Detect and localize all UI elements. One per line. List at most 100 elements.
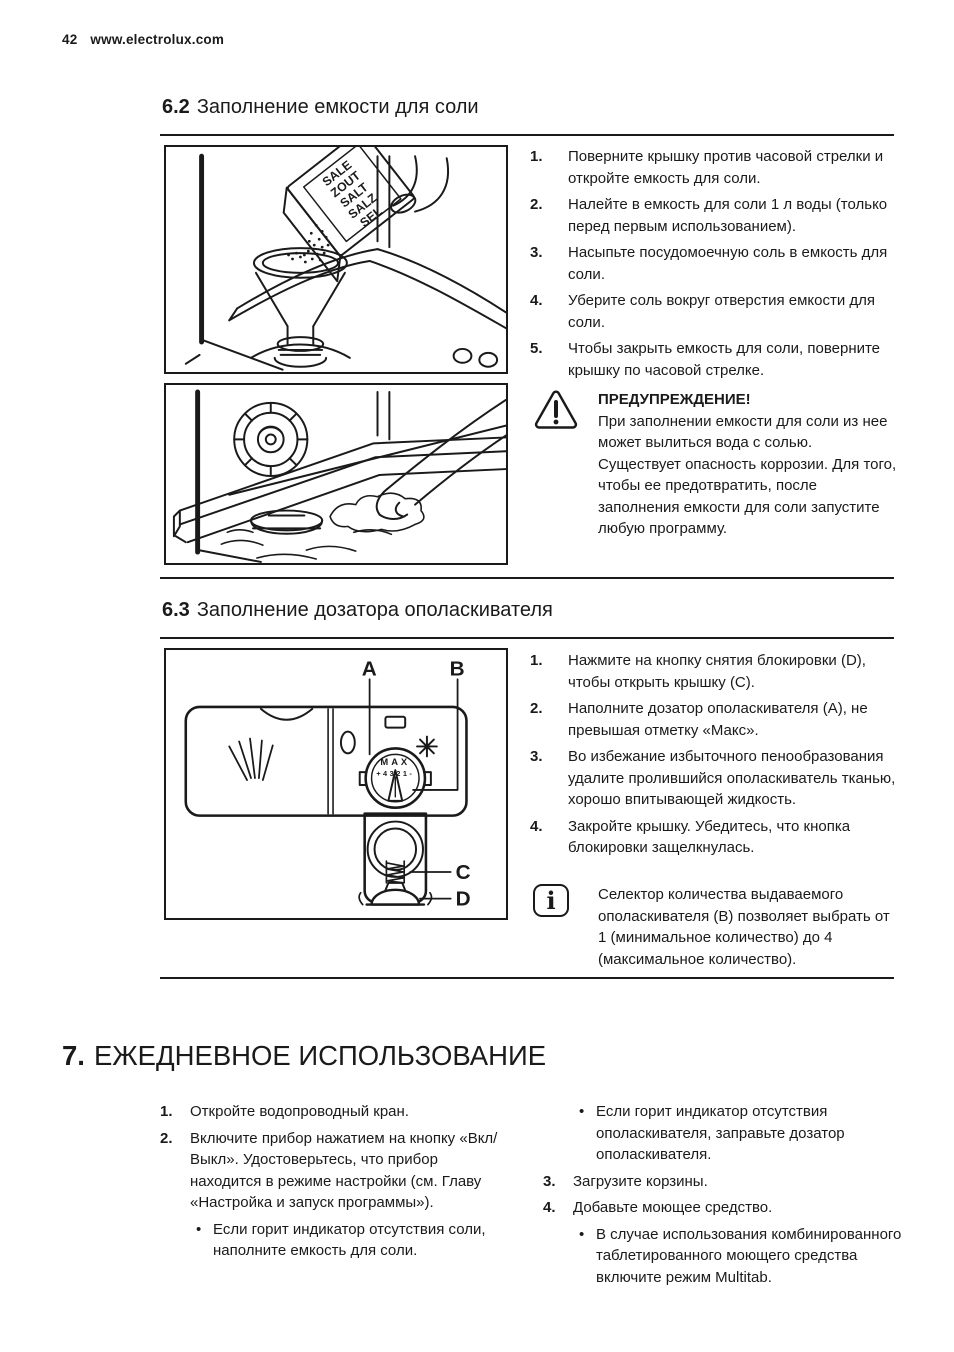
salt-grains bbox=[287, 224, 330, 264]
list-item: 1. Поверните крышку против часовой стрелк… bbox=[530, 146, 898, 189]
step-number: 1. bbox=[160, 1103, 173, 1120]
hand-outline bbox=[392, 155, 418, 207]
step-text: Закройте крышку. Убедитесь, что кнопка б… bbox=[568, 817, 851, 857]
step-text: Поверните крышку против часовой стрелки … bbox=[568, 148, 884, 187]
chapter-number: 7. bbox=[62, 1040, 85, 1071]
list-item: 1.Откройте водопроводный кран. bbox=[160, 1101, 512, 1123]
warning-title: ПРЕДУПРЕЖДЕНИЕ! bbox=[598, 391, 751, 408]
daily-use-right-column: • Если горит индикатор отсутствия ополаск… bbox=[543, 1101, 913, 1293]
list-item: 2. Наполните дозатор ополаскивателя (A), … bbox=[530, 698, 898, 741]
section-6-3-title: 6.3 Заполнение дозатора ополаскивателя bbox=[162, 599, 553, 622]
bullet-text: В случае использования комбинированного … bbox=[596, 1225, 902, 1286]
section-6-2-title: 6.2 Заполнение емкости для соли bbox=[162, 96, 479, 119]
page-header: 42 www.electrolux.com bbox=[62, 32, 224, 47]
step-text: Добавьте моющее средство. bbox=[573, 1199, 773, 1216]
floor-line bbox=[201, 339, 284, 371]
step-number: 1. bbox=[530, 148, 543, 165]
release-dome bbox=[358, 888, 433, 906]
hand-outline bbox=[414, 157, 449, 213]
sparkle-icon bbox=[416, 735, 438, 758]
step-number: 2. bbox=[530, 196, 543, 213]
note-text: Селектор количества выдаваемого ополаски… bbox=[598, 886, 890, 968]
step-number: 2. bbox=[530, 700, 543, 717]
figure-salt-wiping bbox=[164, 383, 508, 565]
floor-mark bbox=[184, 353, 201, 365]
sump-hole bbox=[452, 347, 473, 364]
fan-icon bbox=[228, 737, 274, 781]
rim-line bbox=[228, 259, 371, 322]
leader-line-b bbox=[412, 678, 459, 791]
funnel-rim bbox=[252, 247, 348, 279]
daily-use-left-column: 1.Откройте водопроводный кран. 2.Включит… bbox=[160, 1101, 512, 1267]
step-number: 3. bbox=[543, 1172, 556, 1190]
salt-pouring-illustration: SALE ZOUT SALT SALZ SEL bbox=[184, 147, 506, 371]
section-number: 6.2 bbox=[162, 96, 190, 118]
info-icon-glyph: i bbox=[546, 885, 556, 915]
list-item: 3. Во избежание избыточного пенообразован… bbox=[530, 746, 898, 811]
step-number: 3. bbox=[530, 748, 543, 765]
chapter-label: ЕЖЕДНЕВНОЕ ИСПОЛЬЗОВАНИЕ bbox=[93, 1040, 547, 1071]
step-text: Нажмите на кнопку снятия блокировки (D),… bbox=[568, 652, 866, 691]
hand-finger bbox=[390, 193, 417, 214]
salt-box-label-panel bbox=[302, 147, 402, 243]
salt-box-side bbox=[282, 186, 342, 283]
hand-wiping bbox=[329, 398, 506, 533]
dial-tab-right bbox=[422, 771, 432, 786]
step-number: 5. bbox=[530, 340, 543, 357]
list-item: 1. Нажмите на кнопку снятия блокировки (D… bbox=[530, 650, 898, 693]
figure-rinse-aid-dispenser: A B C D bbox=[164, 648, 508, 920]
diagram-label-d: D bbox=[456, 888, 471, 911]
section-label: Заполнение дозатора ополаскивателя bbox=[196, 599, 553, 621]
step-number: 4. bbox=[530, 817, 543, 835]
diagram-label-c: C bbox=[456, 861, 471, 884]
salt-box: SALE ZOUT SALT SALZ SEL bbox=[282, 147, 415, 283]
step-text: Налейте в емкость для соли 1 л воды (тол… bbox=[568, 196, 888, 235]
floor-line bbox=[197, 549, 262, 563]
divider-rule bbox=[160, 637, 894, 639]
step-number: 4. bbox=[543, 1199, 556, 1216]
tray-icon bbox=[384, 715, 407, 729]
list-item: 4. Закройте крышку. Убедитесь, что кнопка… bbox=[530, 816, 898, 859]
step-text: Насыпьте посудомоечную соль в емкость дл… bbox=[568, 244, 888, 283]
step-text: Чтобы закрыть емкость для соли, повернит… bbox=[568, 340, 881, 379]
section-number: 6.3 bbox=[162, 599, 190, 621]
list-item: 2. Налейте в емкость для соли 1 л воды (т… bbox=[530, 194, 898, 237]
rim-line bbox=[368, 259, 506, 330]
chapter-7-title: 7. ЕЖЕДНЕВНОЕ ИСПОЛЬЗОВАНИЕ bbox=[62, 1040, 546, 1072]
spray-arm-mount bbox=[233, 401, 309, 477]
lock-spring bbox=[385, 860, 406, 884]
rim-line bbox=[236, 248, 379, 310]
page-number: 42 bbox=[62, 32, 78, 47]
step-text: Во избежание избыточного пенообразования… bbox=[568, 748, 896, 808]
sump-arc bbox=[250, 343, 351, 359]
lid-bump bbox=[259, 707, 314, 721]
divider-rule bbox=[160, 977, 894, 979]
step-text: Наполните дозатор ополаскивателя (A), не… bbox=[568, 700, 868, 739]
sump-hole2 bbox=[478, 351, 499, 368]
diagram-label-a: A bbox=[362, 657, 377, 680]
funnel-rim-inner bbox=[261, 252, 339, 274]
list-item: 4. Добавьте моющее средство. bbox=[543, 1197, 913, 1219]
dosage-dial: MAX +4321- bbox=[358, 747, 432, 810]
bullet-marker: • bbox=[579, 1225, 585, 1243]
bullet-text: Если горит индикатор отсутствия ополаски… bbox=[596, 1103, 845, 1163]
bullet-marker: • bbox=[196, 1220, 202, 1238]
bullet-item: • В случае использования комбинированного… bbox=[579, 1224, 913, 1289]
step-text: Загрузите корзины. bbox=[573, 1172, 708, 1190]
warning-callout: ПРЕДУПРЕЖДЕНИЕ! При заполнении емкости д… bbox=[533, 389, 897, 540]
step-text: Включите прибор нажатием на кнопку «Вкл/… bbox=[190, 1129, 498, 1212]
salt-base bbox=[273, 356, 328, 368]
bullet-text: Если горит индикатор отсутствия соли, на… bbox=[213, 1220, 486, 1260]
info-note: i Селектор количества выдаваемого ополас… bbox=[533, 884, 897, 970]
step-number: 3. bbox=[530, 244, 543, 261]
section-label: Заполнение емкости для соли bbox=[196, 96, 479, 118]
bullet-item: • Если горит индикатор отсутствия соли, н… bbox=[196, 1219, 512, 1262]
rim-line bbox=[376, 248, 506, 314]
figure-salt-pouring: SALE ZOUT SALT SALZ SEL bbox=[164, 145, 508, 374]
step-number: 1. bbox=[530, 652, 543, 669]
salt-cap bbox=[250, 509, 324, 535]
funnel-cone bbox=[312, 271, 346, 328]
list-item: 3. Загрузите корзины. bbox=[543, 1171, 913, 1193]
tub-rail bbox=[172, 424, 506, 544]
salt-wiping-illustration bbox=[172, 389, 506, 563]
